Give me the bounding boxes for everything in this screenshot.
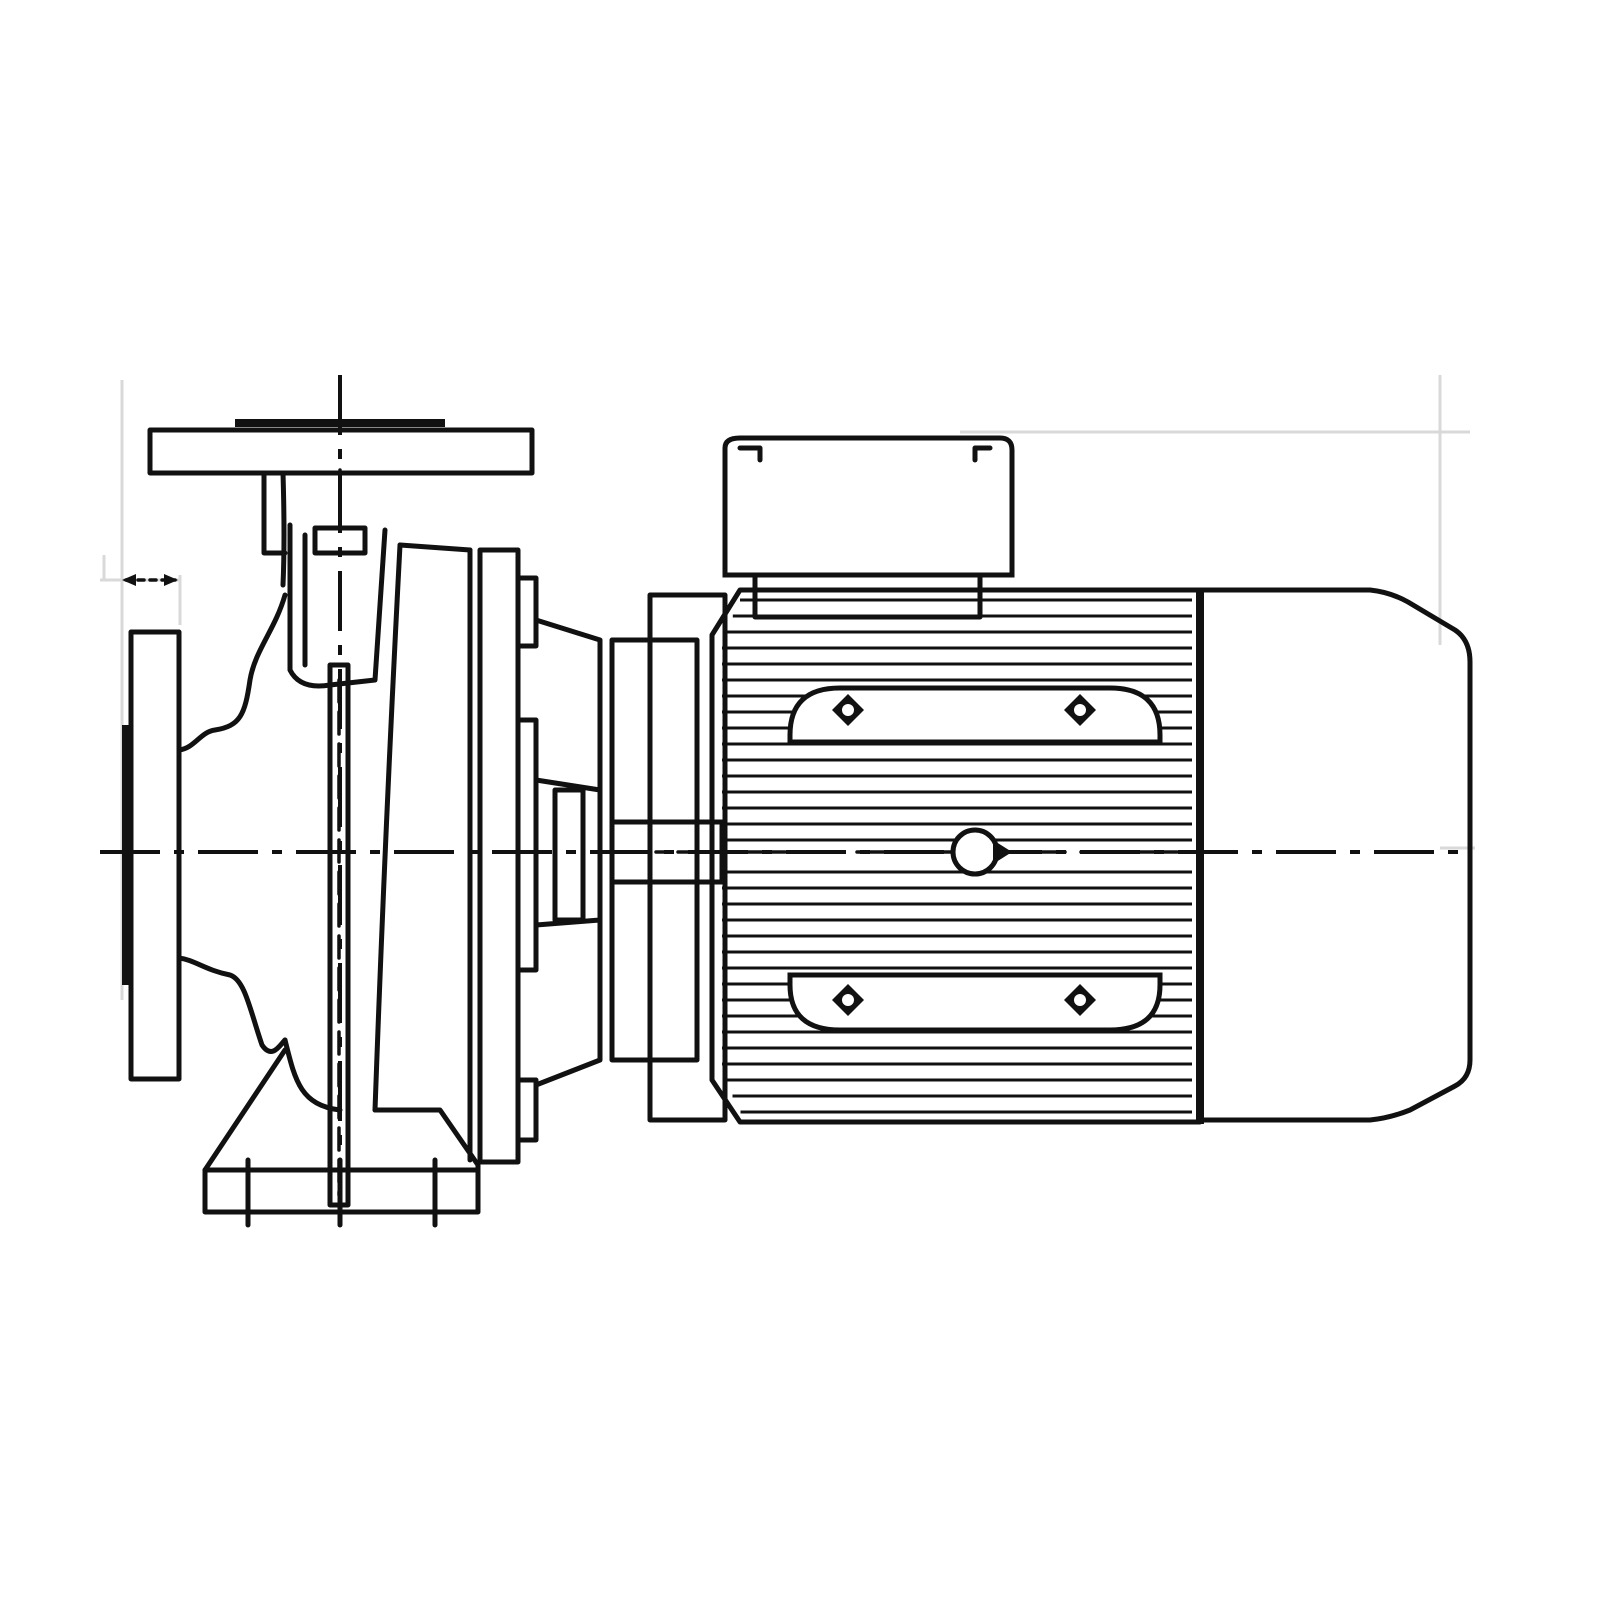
suction-flange bbox=[122, 629, 182, 1082]
volute-casing bbox=[176, 468, 473, 1163]
fan-cover bbox=[1197, 587, 1473, 1123]
nameplate-lower bbox=[787, 972, 1163, 1033]
dimension-arrow bbox=[122, 574, 178, 586]
screw-icon bbox=[1064, 984, 1096, 1016]
impeller bbox=[327, 662, 351, 1208]
casing-cover bbox=[477, 547, 603, 1165]
pump-foot bbox=[202, 1047, 481, 1228]
nameplate-upper bbox=[787, 685, 1163, 745]
screw-icon bbox=[1064, 694, 1096, 726]
terminal-box bbox=[722, 435, 1015, 620]
screw-icon bbox=[832, 984, 864, 1016]
screw-icon bbox=[832, 694, 864, 726]
rotation-arrow-icon bbox=[950, 827, 1012, 877]
motor-adapter bbox=[609, 592, 742, 1123]
